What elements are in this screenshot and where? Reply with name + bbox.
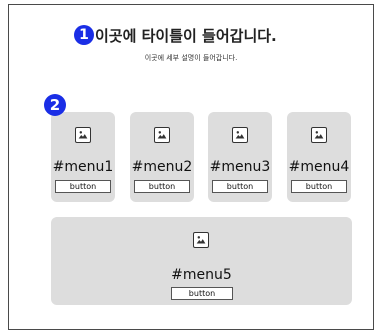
menu-card-4[interactable]: #menu4 button — [287, 112, 351, 202]
menu-card-5[interactable]: #menu5 button — [51, 217, 352, 305]
image-icon — [75, 127, 91, 143]
menu-label: #menu1 — [52, 159, 114, 175]
menu-label: #menu5 — [171, 267, 232, 283]
menu-card-1[interactable]: #menu1 button — [51, 112, 115, 202]
menu-label: #menu3 — [209, 159, 271, 175]
menu-card-3[interactable]: #menu3 button — [208, 112, 272, 202]
page-subtitle: 이곳에 세부 설명이 들어갑니다. — [144, 54, 238, 62]
step-1-badge: 1 — [74, 25, 94, 45]
image-icon — [193, 232, 209, 248]
image-icon — [311, 127, 327, 143]
menu1-button[interactable]: button — [55, 180, 111, 193]
menu5-button[interactable]: button — [171, 287, 233, 300]
image-icon — [232, 127, 248, 143]
step-2-badge: 2 — [44, 94, 66, 116]
menu3-button[interactable]: button — [212, 180, 268, 193]
menu-label: #menu4 — [288, 159, 350, 175]
menu4-button[interactable]: button — [291, 180, 347, 193]
page-title: 이곳에 타이틀이 들어갑니다. — [95, 27, 277, 45]
menu-label: #menu2 — [131, 159, 193, 175]
image-icon — [154, 127, 170, 143]
menu2-button[interactable]: button — [134, 180, 190, 193]
menu-card-2[interactable]: #menu2 button — [130, 112, 194, 202]
